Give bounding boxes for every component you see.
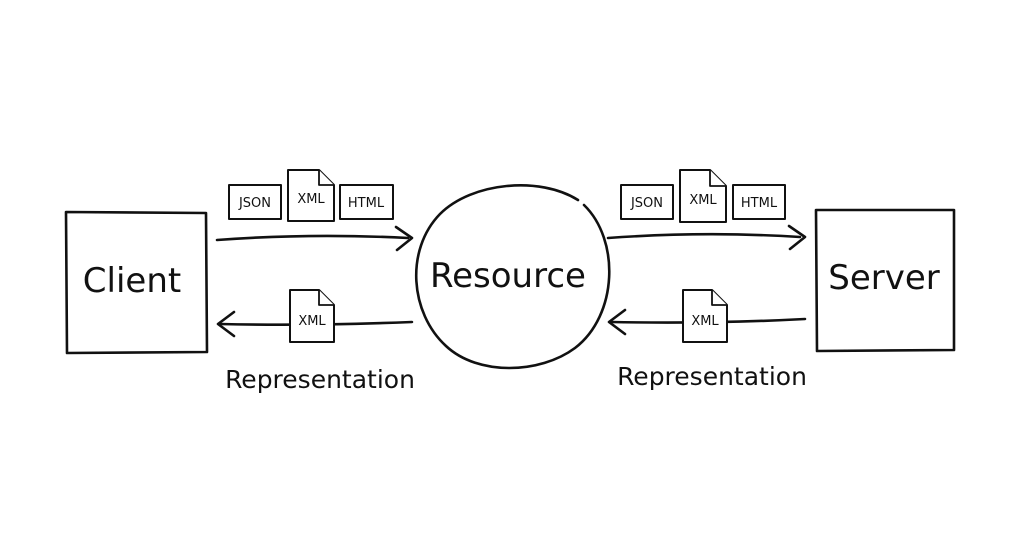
left-format-doc-xml: XML bbox=[287, 169, 335, 222]
right-format-json-label: JSON bbox=[630, 196, 663, 211]
client-label: Client bbox=[83, 261, 181, 301]
right-format-doc-html: HTML bbox=[732, 184, 786, 220]
right-format-doc-json: JSON bbox=[620, 184, 674, 220]
right-request-arrow bbox=[606, 224, 807, 251]
left-format-doc-html: HTML bbox=[339, 184, 394, 220]
left-format-json-label: JSON bbox=[238, 196, 271, 211]
server-node: Server bbox=[814, 208, 956, 353]
resource-circle bbox=[414, 184, 611, 370]
right-response-arrowhead bbox=[607, 308, 627, 336]
right-response-xml-label: XML bbox=[691, 314, 719, 329]
left-response-arrowhead bbox=[216, 310, 236, 338]
server-label: Server bbox=[828, 258, 940, 298]
left-format-doc-json: JSON bbox=[228, 184, 282, 220]
left-response-xml-label: XML bbox=[298, 314, 326, 329]
right-format-html-label: HTML bbox=[741, 196, 778, 211]
server-box bbox=[814, 208, 956, 353]
right-response-doc-xml: XML bbox=[682, 289, 728, 343]
client-box bbox=[64, 210, 209, 355]
resource-node: Resource bbox=[414, 184, 611, 370]
left-representation-label: Representation bbox=[225, 365, 415, 394]
left-request-arrow bbox=[215, 225, 414, 252]
right-request-arrowhead bbox=[787, 224, 807, 251]
left-response-doc-xml: XML bbox=[289, 289, 335, 343]
right-format-xml-label: XML bbox=[689, 193, 717, 208]
client-node: Client bbox=[64, 210, 209, 355]
right-format-doc-xml: XML bbox=[679, 169, 727, 223]
left-format-html-label: HTML bbox=[348, 196, 385, 211]
resource-label: Resource bbox=[430, 256, 586, 296]
left-request-arrowhead bbox=[394, 225, 414, 252]
left-format-xml-label: XML bbox=[297, 192, 325, 207]
right-representation-label: Representation bbox=[617, 362, 807, 391]
